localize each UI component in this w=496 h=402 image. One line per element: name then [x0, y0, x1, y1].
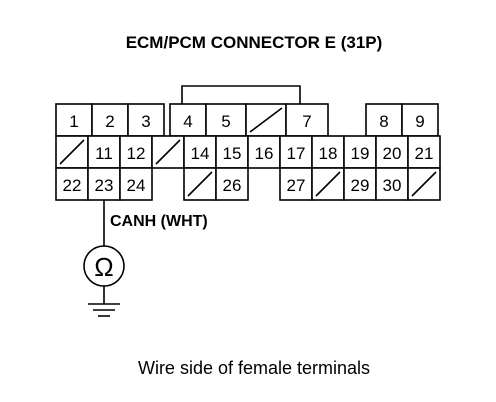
- terminal-label: 9: [415, 112, 424, 131]
- terminal-24[interactable]: [119, 167, 153, 201]
- terminal-label: 1: [69, 112, 78, 131]
- terminal-label: 17: [287, 144, 306, 163]
- terminal-label: 12: [127, 144, 146, 163]
- unused-slash: [315, 171, 341, 197]
- terminal-label: 11: [95, 144, 113, 163]
- terminal-18[interactable]: [311, 135, 345, 169]
- terminal-label: 27: [287, 176, 306, 195]
- page-title: ECM/PCM CONNECTOR E (31P): [126, 33, 383, 52]
- terminal-label: 7: [302, 112, 311, 131]
- terminal-label: 3: [141, 112, 150, 131]
- terminal-16[interactable]: [247, 135, 281, 169]
- terminal-label: 19: [351, 144, 370, 163]
- caption: Wire side of female terminals: [138, 358, 370, 378]
- terminal-label: 29: [351, 176, 370, 195]
- terminal-22[interactable]: [55, 167, 89, 201]
- connector-lock-tab: [181, 85, 301, 104]
- unused-slash: [249, 107, 283, 133]
- terminal-label: 30: [383, 176, 402, 195]
- terminal-label: 24: [127, 176, 146, 195]
- terminal-label: 5: [221, 112, 230, 131]
- terminal-label: 21: [415, 144, 434, 163]
- ohmmeter-icon: Ω: [83, 245, 125, 287]
- terminal-30[interactable]: [375, 167, 409, 201]
- ground-icon: [88, 303, 120, 317]
- terminal-9[interactable]: [401, 103, 439, 137]
- terminal-label: 18: [319, 144, 338, 163]
- terminal-29[interactable]: [343, 167, 377, 201]
- terminal-26[interactable]: [215, 167, 249, 201]
- terminal-label: 16: [255, 144, 274, 163]
- terminal-label: 22: [63, 176, 82, 195]
- terminal-21[interactable]: [407, 135, 441, 169]
- unused-slash: [59, 139, 85, 165]
- terminal-17[interactable]: [279, 135, 313, 169]
- row-2: 11 12 14 15 16 17 18 19 20 21: [55, 135, 441, 169]
- terminal-label: 2: [105, 112, 114, 131]
- unused-slash: [187, 171, 213, 197]
- meter-symbol: Ω: [94, 252, 113, 282]
- terminal-27[interactable]: [279, 167, 313, 201]
- terminal-7[interactable]: [285, 103, 329, 137]
- terminal-19[interactable]: [343, 135, 377, 169]
- terminal-15[interactable]: [215, 135, 249, 169]
- terminal-label: 15: [223, 144, 242, 163]
- row-3: 22 23 24 26 27 29 30: [55, 167, 441, 201]
- row-1: 1 2 3 4 5 7 8 9: [55, 103, 439, 137]
- terminal-label: 20: [383, 144, 402, 163]
- terminal-label: 14: [191, 144, 210, 163]
- terminal-label: 4: [183, 112, 192, 131]
- terminal-label: 26: [223, 176, 242, 195]
- wire-label: CANH (WHT): [110, 213, 208, 230]
- terminal-label: 8: [379, 112, 388, 131]
- unused-slash: [155, 139, 181, 165]
- unused-slash: [411, 171, 437, 197]
- terminal-label: 23: [95, 176, 114, 195]
- terminal-14[interactable]: [183, 135, 217, 169]
- terminal-23[interactable]: [87, 167, 121, 201]
